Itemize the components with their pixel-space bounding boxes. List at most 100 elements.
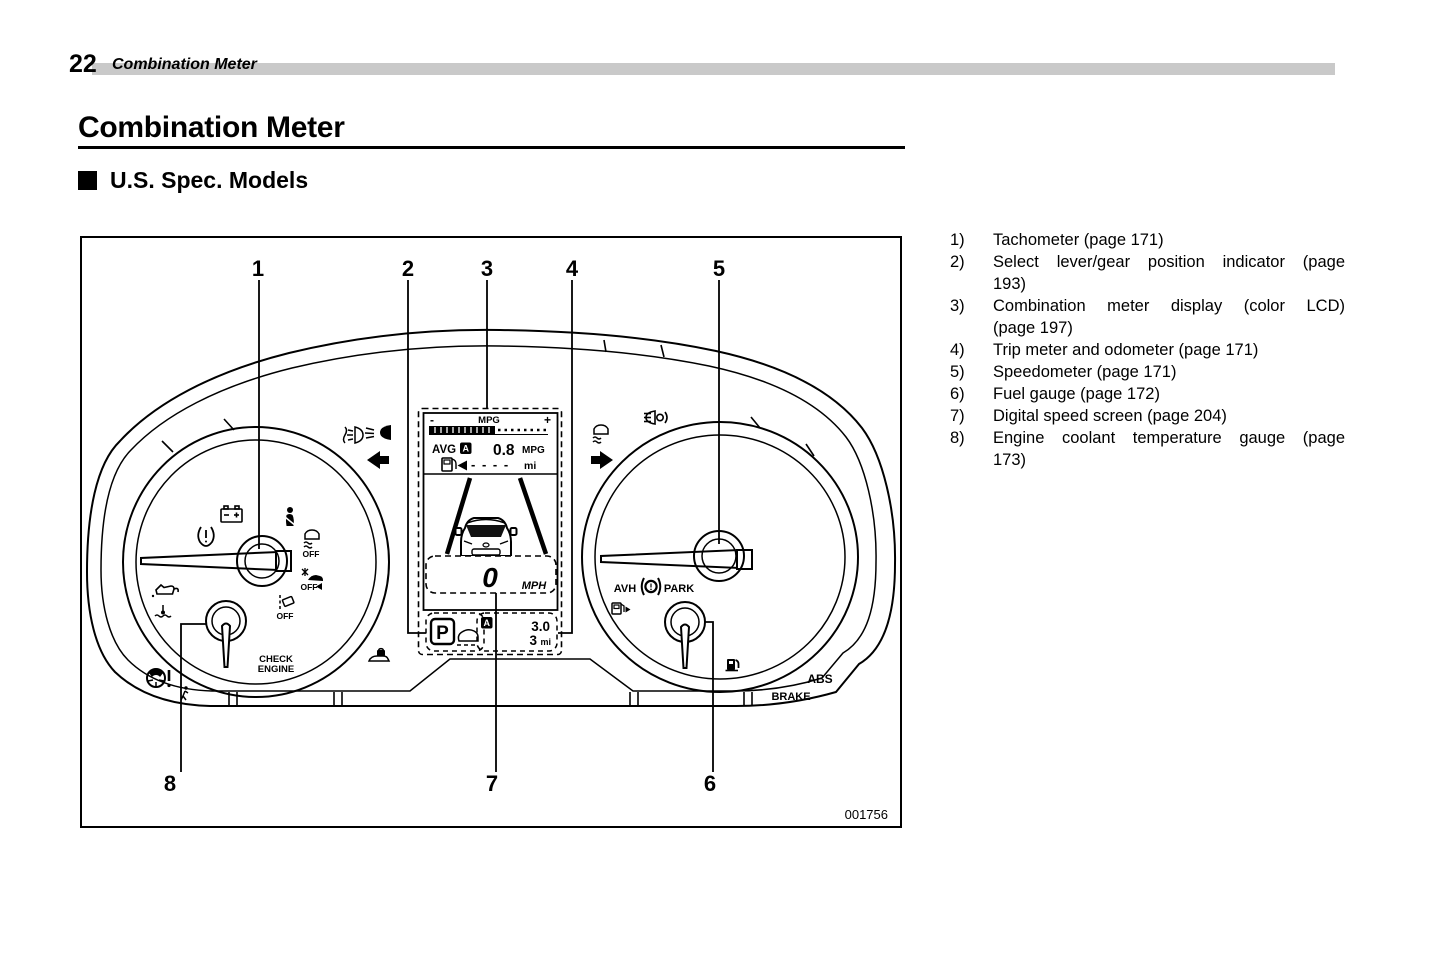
legend-item-3: 3)Combination meter display (color LCD) bbox=[950, 297, 1345, 315]
running-header: Combination Meter bbox=[112, 56, 257, 73]
right-turn-arrow-icon bbox=[591, 451, 613, 469]
range-pump-icon bbox=[441, 457, 467, 472]
vehicle-ahead-icon bbox=[457, 628, 479, 646]
trip-mode-box bbox=[481, 617, 493, 629]
fuel-gauge bbox=[664, 601, 706, 669]
tachometer-dial bbox=[122, 426, 390, 698]
high-beam-icon bbox=[644, 410, 668, 425]
seat-belt-icon bbox=[284, 507, 297, 527]
battery-icon bbox=[220, 505, 243, 523]
avg-label: AVG bbox=[432, 444, 456, 456]
legend-item-6: 6)Fuel gauge (page 172) bbox=[950, 385, 1160, 403]
coolant-temp-icon bbox=[154, 605, 172, 618]
avg-mode-label: A bbox=[463, 444, 470, 454]
tpms-icon bbox=[197, 526, 215, 547]
speed-value: 0 bbox=[482, 562, 498, 593]
vdc-off-label: OFF bbox=[303, 549, 320, 559]
fuel-needle bbox=[679, 623, 691, 669]
avg-mode-box bbox=[460, 442, 472, 454]
range-unit: mi bbox=[524, 460, 536, 472]
fog-light-icon bbox=[342, 426, 364, 444]
economy-bar-minus: - bbox=[430, 413, 434, 427]
subtitle-label: U.S. Spec. Models bbox=[110, 167, 309, 193]
lane-view-graphic bbox=[444, 477, 549, 557]
avg-value: 0.8 bbox=[493, 442, 515, 459]
check-engine-label-1: CHECK bbox=[259, 654, 293, 665]
section-square-icon bbox=[78, 171, 97, 190]
legend-list: 1)Tachometer (page 171) 2)Select lever/g… bbox=[950, 229, 1345, 471]
callout-6: 6 bbox=[704, 771, 716, 796]
callout-leader-lines bbox=[180, 280, 720, 772]
lane-departure-off-icon bbox=[279, 595, 295, 611]
speedometer-dial bbox=[581, 421, 859, 693]
avg-unit: MPG bbox=[522, 445, 545, 456]
panel-ticks bbox=[161, 339, 815, 705]
pedestrian-icon bbox=[180, 686, 189, 701]
security-icon bbox=[367, 647, 391, 662]
odo-value: 3 bbox=[529, 633, 537, 648]
brake-label: BRAKE bbox=[771, 691, 810, 703]
callout-4: 4 bbox=[566, 256, 579, 281]
legend-item-3-line2: (page 197) bbox=[993, 319, 1073, 337]
eps-warning-icon bbox=[146, 668, 171, 688]
coolant-temp-gauge bbox=[205, 600, 247, 668]
cluster-outline bbox=[85, 328, 897, 707]
callout-numbers: 1 2 3 4 5 8 7 6 bbox=[164, 256, 725, 796]
economy-bar bbox=[429, 426, 548, 435]
figure-code: 001756 bbox=[845, 807, 888, 822]
figure-border bbox=[80, 236, 902, 828]
legend-item-5: 5)Speedometer (page 171) bbox=[950, 363, 1177, 381]
header-rule-bar bbox=[92, 63, 1335, 75]
subtitle: U.S. Spec. Models bbox=[78, 167, 308, 194]
page-number: 22 bbox=[69, 50, 97, 78]
callout-8: 8 bbox=[164, 771, 176, 796]
gear-frame bbox=[429, 617, 456, 646]
low-beam-icon bbox=[364, 425, 391, 440]
trip-mode-label: A bbox=[484, 618, 491, 628]
legend-item-7: 7)Digital speed screen (page 204) bbox=[950, 407, 1227, 425]
precollision-off-icon bbox=[301, 568, 323, 590]
callout-5: 5 bbox=[713, 256, 725, 281]
coolant-temp-needle bbox=[220, 622, 232, 668]
brake-warning-icon bbox=[640, 577, 662, 596]
tachometer-needle bbox=[140, 535, 292, 587]
lcd-display: - MPG + AVG A 0.8 MPG - - - - mi bbox=[417, 407, 563, 656]
economy-bar-title: MPG bbox=[478, 415, 500, 426]
callout-7: 7 bbox=[486, 771, 498, 796]
gear-value: P bbox=[436, 623, 449, 644]
legend-item-8: 8)Engine coolant temperature gauge (page bbox=[950, 429, 1345, 447]
gear-indicator-box bbox=[425, 612, 485, 652]
legend-item-8-line2: 173) bbox=[993, 451, 1027, 469]
callout-1: 1 bbox=[252, 256, 264, 281]
trip-odo-box bbox=[476, 612, 558, 652]
callout-3: 3 bbox=[481, 256, 493, 281]
vdc-off-icon bbox=[303, 529, 320, 549]
avh-label: AVH bbox=[614, 583, 636, 595]
legend-item-2-line2: 193) bbox=[993, 275, 1027, 293]
legend-item-2: 2)Select lever/gear position indicator (… bbox=[950, 253, 1345, 271]
page-title: Combination Meter bbox=[78, 111, 345, 144]
range-value: - - - - bbox=[471, 457, 510, 472]
cluster-diagram: OFF OFF OFF CHECK ENGINE bbox=[80, 236, 902, 828]
lcd-dashed-frame bbox=[417, 407, 563, 656]
lane-departure-off-label: OFF bbox=[277, 611, 294, 621]
fuel-pump-icon bbox=[725, 659, 740, 672]
trip-value: 3.0 bbox=[531, 619, 550, 634]
low-fuel-icon bbox=[611, 602, 631, 615]
callout-2: 2 bbox=[402, 256, 414, 281]
oil-pressure-icon bbox=[151, 583, 179, 598]
digital-speed-box bbox=[425, 555, 557, 594]
left-turn-arrow-icon bbox=[367, 451, 389, 469]
legend-item-1: 1)Tachometer (page 171) bbox=[950, 231, 1164, 249]
speed-unit: MPH bbox=[522, 580, 548, 592]
title-underline bbox=[78, 146, 905, 149]
car-graphic bbox=[454, 517, 518, 557]
legend-item-4: 4)Trip meter and odometer (page 171) bbox=[950, 341, 1259, 359]
park-label: PARK bbox=[664, 583, 694, 595]
vdc-indicator-icon bbox=[592, 424, 609, 444]
abs-label: ABS bbox=[807, 672, 832, 686]
odo-unit: mi bbox=[540, 637, 551, 647]
economy-bar-plus: + bbox=[544, 413, 551, 427]
precollision-off-label: OFF bbox=[301, 582, 318, 592]
speedometer-needle bbox=[600, 530, 753, 582]
